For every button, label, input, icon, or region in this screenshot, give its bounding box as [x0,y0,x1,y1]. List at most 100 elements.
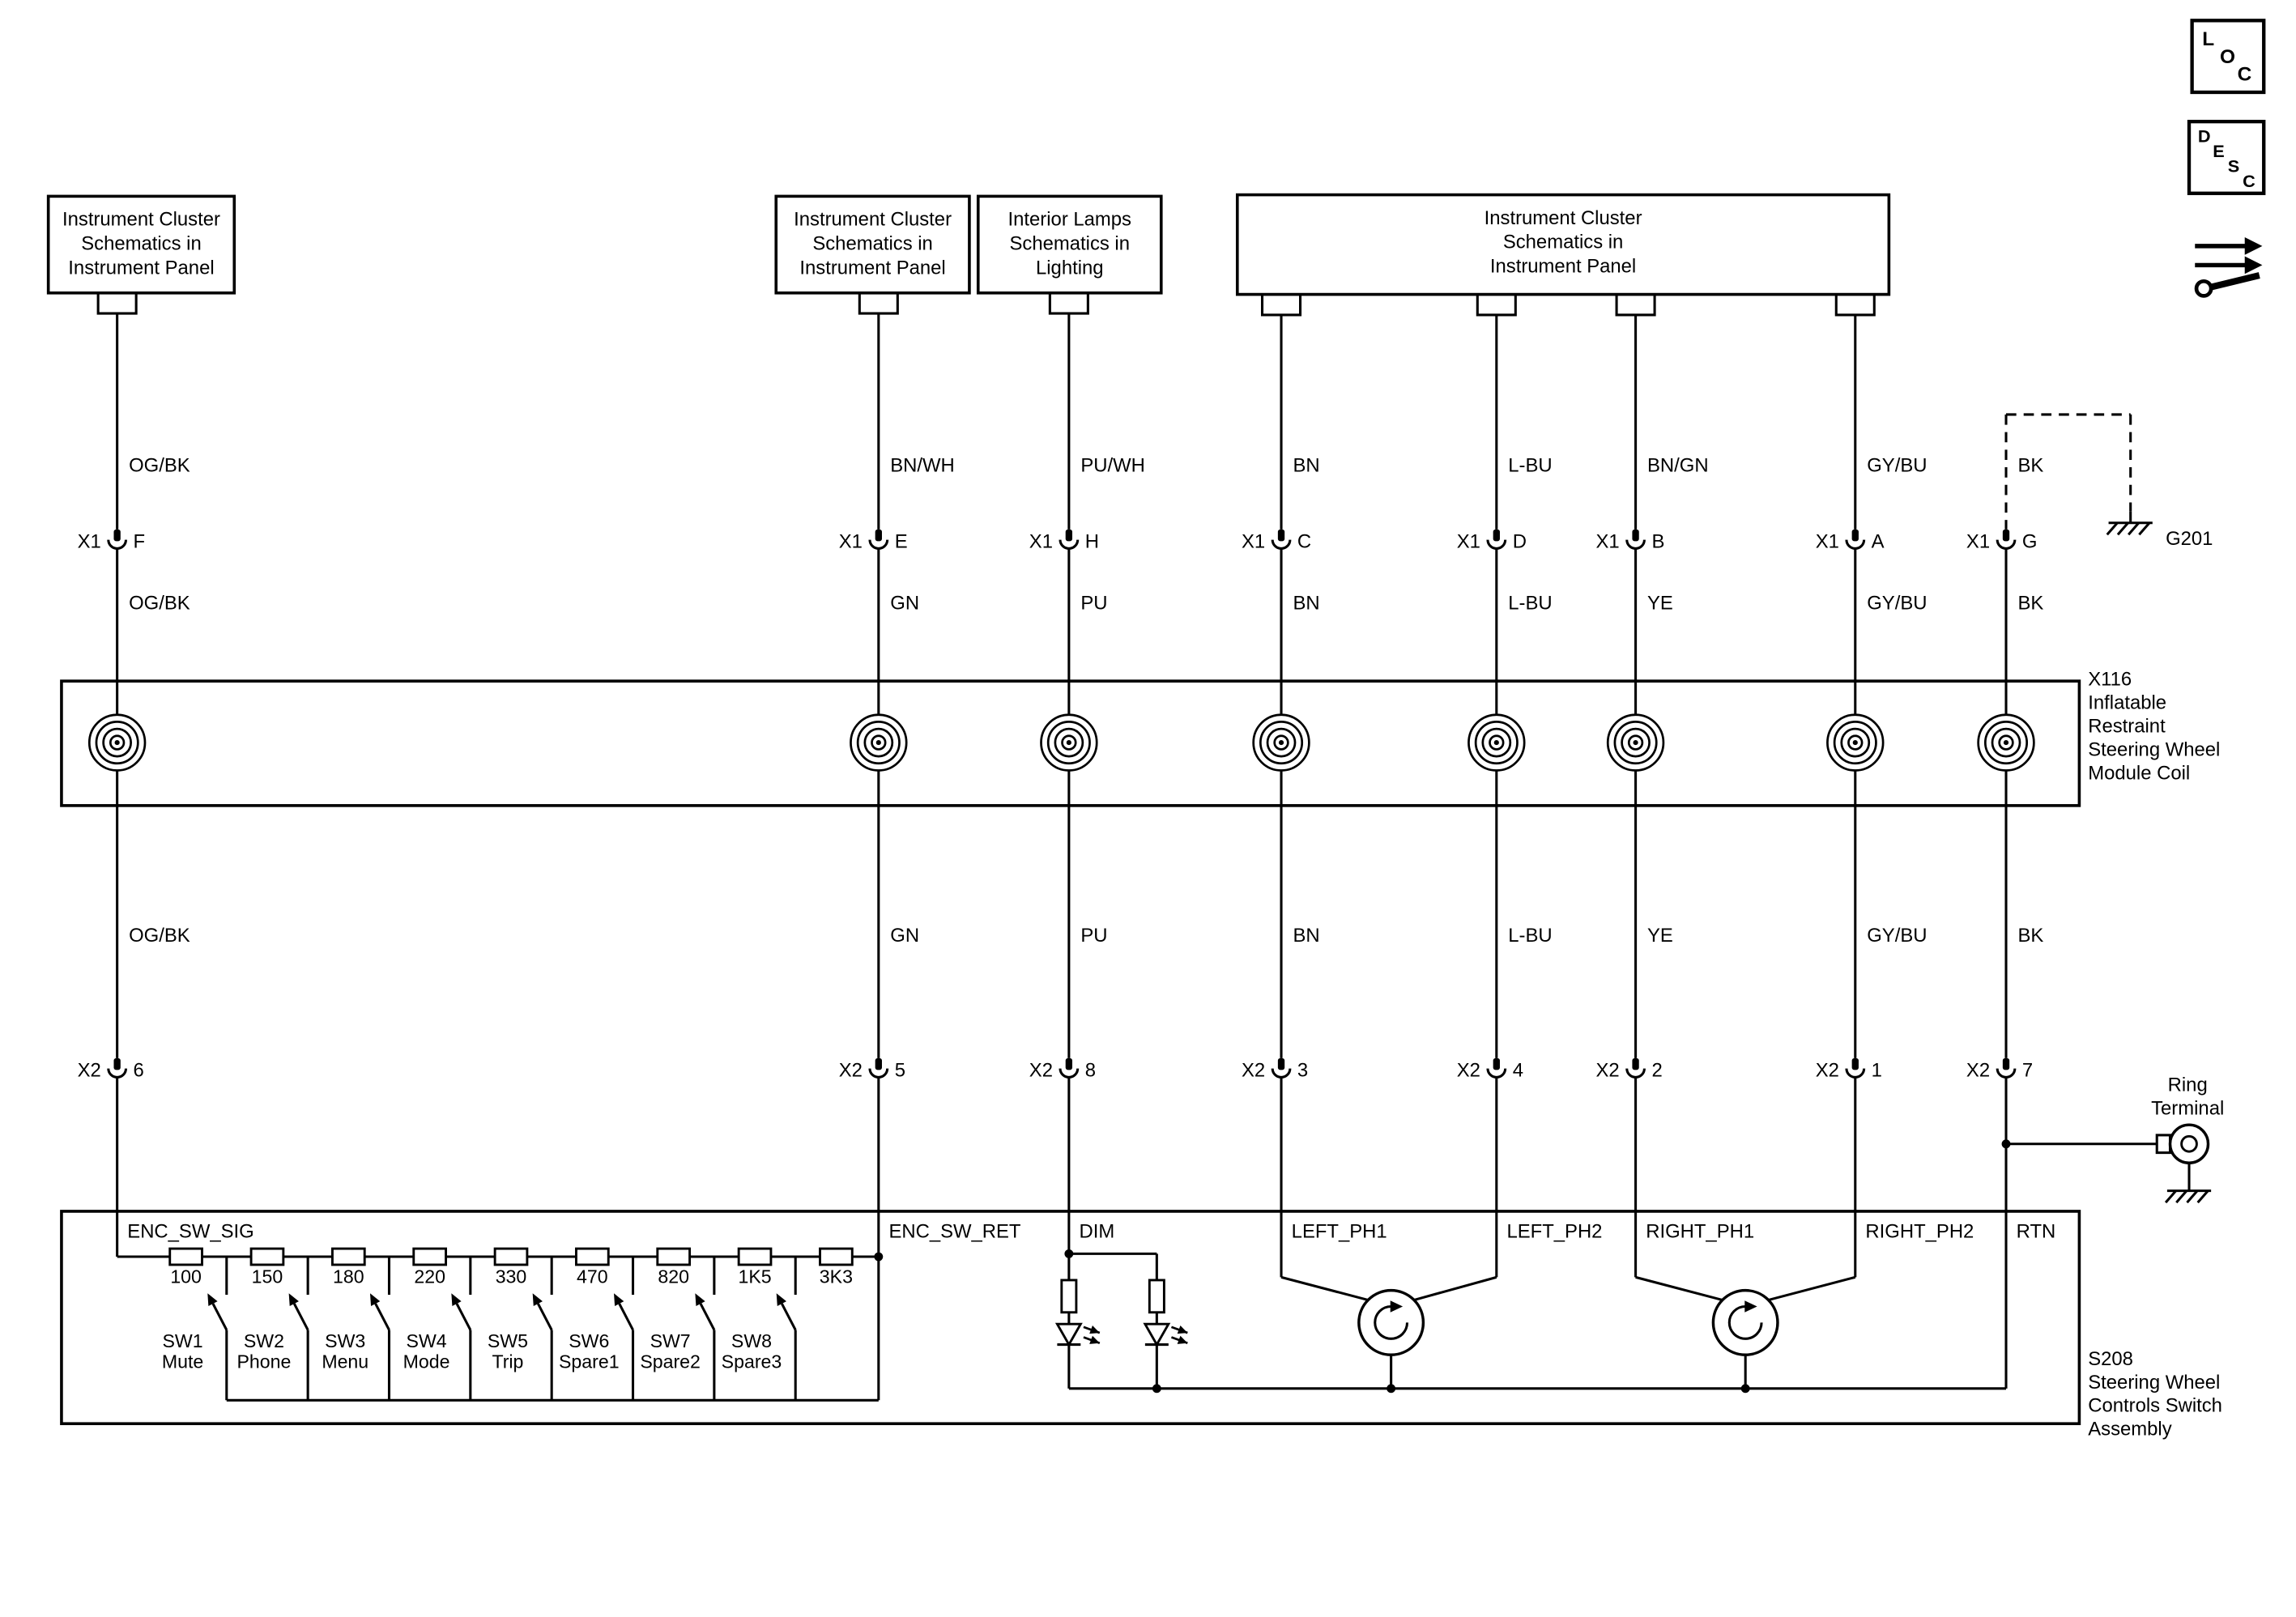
coil-ring [1061,734,1077,751]
reference-box[interactable] [774,194,971,295]
coil-box-label: Inflatable [2088,691,2166,713]
resistor [656,1247,692,1266]
signal-label: LEFT_PH1 [1292,1220,1387,1242]
coil-ring [1840,727,1871,758]
x1-pin-C [1277,529,1285,542]
x1-pin-id: A [1872,531,1885,553]
x2-pin-id: 2 [1651,1060,1662,1082]
wire-color-label: BK [2017,592,2043,614]
x2-pin-8 [1065,1057,1073,1070]
resistor-value: 150 [252,1266,283,1287]
wire-color-label: L-BU [1508,925,1552,947]
coil-box-label: Restraint [2088,715,2166,737]
junction-dot [874,1252,884,1262]
x1-pin-A [1851,529,1859,542]
wire-color-label: GY/BU [1867,592,1927,614]
coil-ring [863,727,894,758]
x1-pin-D [1493,529,1500,542]
wire-color-label: BN [1293,592,1319,614]
loc-button-box[interactable] [2190,19,2266,95]
coil-center [2003,740,2009,746]
x2-connector-label: X2 [1816,1060,1839,1082]
led-resistor [1148,1279,1165,1314]
resistor [412,1247,447,1266]
switch-arrow [288,1293,299,1306]
tap-bracket [1260,294,1302,317]
x2-pin-5-cavity [868,1068,889,1079]
encoder-rotation-arc [1727,1304,1763,1340]
switch-assembly-label: Steering Wheel [2088,1372,2220,1394]
x2-connector-label: X2 [1596,1060,1620,1082]
x2-pin-7-cavity [1996,1068,2017,1079]
switch-label: Phone [236,1351,291,1372]
x1-connector-label: X1 [1816,531,1839,553]
coil-ring [1991,727,2021,758]
x1-connector-label: X1 [839,531,863,553]
x2-connector-label: X2 [839,1060,863,1082]
x2-pin-2 [1632,1057,1639,1070]
x1-pin-E-cavity [868,539,889,550]
reference-box[interactable] [976,194,1163,295]
resistor-value: 220 [414,1266,445,1287]
loc-button[interactable]: LOC [2190,19,2266,95]
ring-terminal-label: Terminal [2151,1098,2224,1120]
x2-pin-id: 7 [2022,1060,2033,1082]
x2-pin-6-cavity [107,1068,128,1079]
reference-box-text: Schematics in [1010,232,1130,254]
ring-terminal-crimp [2155,1134,2172,1155]
coil-ring [1481,727,1512,758]
loc-letter: O [2220,46,2235,68]
resistor-value: 330 [496,1266,527,1287]
x1-pin-id: B [1651,531,1664,553]
desc-button-box[interactable] [2187,119,2266,195]
resistor-value: 180 [333,1266,364,1287]
x1-pin-H-cavity [1059,539,1080,550]
x1-pin-G [2002,529,2010,542]
wire-color-label: BK [2017,925,2043,947]
schematic-tool-button[interactable] [2194,237,2263,298]
desc-letter: C [2243,171,2256,191]
encoder-rotation-arc [1374,1304,1409,1340]
signal-label: ENC_SW_RET [888,1220,1020,1242]
x2-pin-7 [2002,1057,2010,1070]
wire-color-label: BN [1293,454,1319,476]
x1-pin-A-cavity [1845,539,1866,550]
x1-pin-id: G [2022,531,2038,553]
coil-center [1852,740,1858,746]
encoder-lead [1767,1275,1856,1302]
tap-bracket [1615,294,1656,317]
switch-blade [699,1303,716,1331]
tap-bracket [1048,292,1089,315]
x2-connector-label: X2 [78,1060,101,1082]
reference-box-text: Instrument Cluster [794,209,952,231]
reference-box[interactable] [46,194,236,295]
ring-terminal-ground-hatch [2164,1189,2177,1204]
reference-box-text: Schematics in [1503,232,1623,253]
resistor-value: 820 [658,1266,689,1287]
x1-pin-id: H [1085,531,1099,553]
resistor-value: 1K5 [738,1266,771,1287]
coil-ring [1273,734,1289,751]
wire-color-label: BN/WH [890,454,955,476]
signal-label: RIGHT_PH1 [1646,1220,1754,1242]
led-triangle-icon [1054,1322,1083,1347]
junction-dot [1152,1384,1161,1394]
coil-ring [109,734,126,751]
coil-ring [1833,721,1877,765]
switch-blade [211,1303,228,1331]
wire-color-label: OG/BK [129,454,190,476]
x1-pin-id: F [134,531,146,553]
switch-label: Trip [492,1351,523,1372]
coil-box-label: X116 [2088,669,2132,691]
switch-name: SW1 [162,1330,202,1351]
reference-box[interactable] [1235,193,1891,296]
wire-color-label: PU/WH [1080,454,1145,476]
resistor [249,1247,285,1266]
switch-label: Mode [403,1351,450,1372]
coil-ring [1613,721,1658,765]
coil-ring [1621,727,1651,758]
x1-connector-label: X1 [1029,531,1053,553]
wire-color-label: L-BU [1508,592,1552,614]
switch-arrow [614,1293,624,1306]
